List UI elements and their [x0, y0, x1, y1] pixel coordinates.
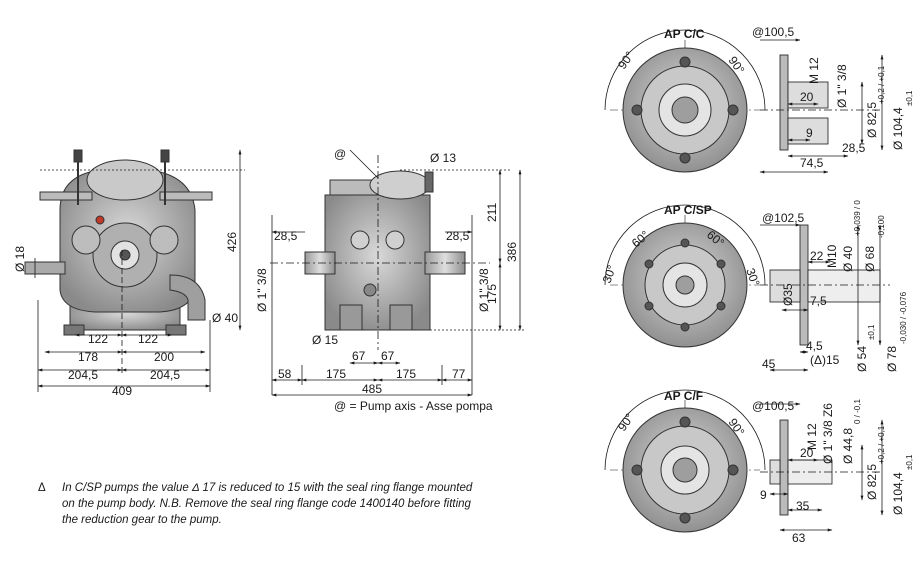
flange-csp-dim-d68: Ø 68: [863, 246, 877, 272]
flange-csp-dim-w75: 7,5: [810, 294, 827, 308]
flange-cf-dim-d82tol: +0,2 / +0,1: [877, 425, 886, 464]
front-dim-w122b: 122: [138, 332, 158, 346]
side-view: @ Ø 13 28,5 28,5 211 386 175 Ø 1" 3/8 Ø …: [255, 147, 525, 413]
flange-csp-dim-d54tol: ±0,1: [867, 324, 876, 340]
front-dim-lines: [34, 149, 245, 392]
front-dim-d18: Ø 18: [13, 246, 27, 272]
flange-cf-dim-thread: M 12: [805, 423, 819, 450]
flange-cf-profile: [760, 402, 884, 532]
flange-csp-angle-30-left: 30°: [600, 263, 619, 285]
side-dim-w67a: 67: [352, 349, 366, 363]
front-dim-w204b: 204,5: [150, 368, 180, 382]
flange-csp-dim-w45b: 45: [762, 357, 776, 371]
flange-csp-profile: [760, 223, 890, 372]
flange-cf-dim-w9: 9: [760, 488, 767, 502]
flange-cf-disk: [622, 407, 748, 533]
flange-csp-dim-top: @102,5: [762, 211, 805, 225]
footnote-delta-mark: Δ: [38, 482, 46, 494]
flange-cc-dim-top: @100,5: [752, 25, 795, 39]
side-dim-dr: Ø 1" 3/8: [477, 268, 491, 312]
side-dim-l28a: 28,5: [274, 229, 298, 243]
footnote-text: In C/SP pumps the value Δ 17 is reduced …: [62, 482, 473, 526]
side-dim-w175b: 175: [396, 367, 416, 381]
side-dim-w67b: 67: [381, 349, 395, 363]
flange-csp-angle-30-right: 30°: [743, 266, 762, 288]
front-dim-w122a: 122: [88, 332, 108, 346]
side-dim-l28b: 28,5: [446, 229, 470, 243]
flange-csp-dim-d35: Ø35: [781, 283, 795, 306]
flange-cc-dim-w74: 74,5: [800, 156, 824, 170]
flange-cc-angle-left: 90°: [615, 49, 637, 72]
flange-csp-dim-d54: Ø 54: [855, 346, 869, 372]
side-dim-d13: Ø 13: [430, 151, 456, 165]
front-dim-h426: 426: [225, 232, 239, 252]
flange-cc-dim-d82: Ø 82,5: [865, 102, 879, 138]
side-dim-dl: Ø 1" 3/8: [255, 268, 269, 312]
flange-cc: AP C/C 90° 90°: [604, 25, 914, 174]
flange-csp-dim-w45: 4,5: [806, 339, 823, 353]
flange-csp-dim-d40: Ø 40: [841, 246, 855, 272]
flange-cf-dim-w20: 20: [800, 446, 814, 460]
flange-cc-dim-w20: 20: [800, 90, 814, 104]
flange-csp-disk: [622, 222, 748, 348]
flange-cc-profile: [759, 38, 884, 174]
side-dim-w175a: 175: [326, 367, 346, 381]
flange-csp-dim-thread: M10: [825, 244, 839, 268]
flange-cf-angle-left: 90°: [615, 411, 637, 434]
side-dim-d15: Ø 15: [312, 333, 338, 347]
side-dim-w77: 77: [452, 367, 466, 381]
flange-cf-dim-w63: 63: [792, 531, 806, 545]
flange-cf-dim-top: @100,5: [752, 399, 795, 413]
flange-cc-disk: [622, 47, 748, 173]
front-dim-w178: 178: [78, 350, 98, 364]
flange-cc-dim-d104: Ø 104,4: [891, 107, 905, 150]
flange-cf-dim-d44: Ø 44,8: [841, 428, 855, 464]
side-dim-lines: [270, 149, 525, 397]
side-dim-w485: 485: [362, 382, 382, 396]
flange-cc-title: AP C/C: [664, 27, 705, 41]
side-axis-mark: @: [334, 147, 346, 161]
flange-cc-dim-shaft: Ø 1" 3/8: [835, 64, 849, 108]
flange-cc-dim-w9: 9: [806, 126, 813, 140]
front-view: Ø 18 426 Ø 40 122 122 178 200 204,5 204,…: [13, 149, 245, 398]
flange-cf-dim-d82: Ø 82,5: [865, 464, 879, 500]
front-dim-w204a: 204,5: [68, 368, 98, 382]
side-dim-h175: 175: [485, 284, 499, 304]
flange-csp: AP C/SP 60° 60° 30° 30°: [600, 200, 908, 372]
side-legend: @ = Pump axis - Asse pompa: [334, 399, 493, 413]
flange-cc-dim-thread: M 12: [807, 57, 821, 84]
flange-csp-dim-d68tol: -0,100: [877, 215, 886, 238]
flange-cf-dim-d104: Ø 104,4: [891, 472, 905, 515]
front-pump-body: [24, 149, 213, 336]
flange-cf-dim-w35: 35: [796, 499, 810, 513]
front-dim-d40: Ø 40: [212, 311, 238, 325]
flange-cf-dim-shaft: Ø 1" 3/8 Z6: [821, 403, 835, 464]
flange-cf-title: AP C/F: [664, 389, 703, 403]
side-dim-w58: 58: [278, 367, 292, 381]
flange-cf-dim-d104tol: ±0,1: [905, 454, 914, 470]
flange-csp-dim-delta: (Δ)15: [810, 353, 840, 367]
flange-cc-dim-d104tol: ±0,1: [905, 90, 914, 106]
flange-csp-dim-d40tol: +0,039 / 0: [853, 200, 862, 236]
flange-cc-dim-w28: 28,5: [842, 141, 866, 155]
flange-csp-dim-d78: Ø 78: [885, 346, 899, 372]
side-pump-body: [304, 170, 466, 331]
front-dim-w409: 409: [112, 384, 132, 398]
flange-cf: AP C/F 90° 90° @100,: [604, 389, 914, 545]
side-dim-h211: 211: [485, 203, 499, 222]
flange-csp-dim-d78tol: -0,030 / -0,076: [899, 291, 908, 344]
flange-csp-dim-w22: 22: [810, 249, 824, 263]
flange-cc-dim-d82tol: +0,2 / +0,1: [877, 65, 886, 104]
side-dim-h386: 386: [505, 242, 519, 262]
front-dim-w200: 200: [154, 350, 174, 364]
flange-cf-dim-d44tol: 0 / -0,1: [853, 399, 862, 424]
